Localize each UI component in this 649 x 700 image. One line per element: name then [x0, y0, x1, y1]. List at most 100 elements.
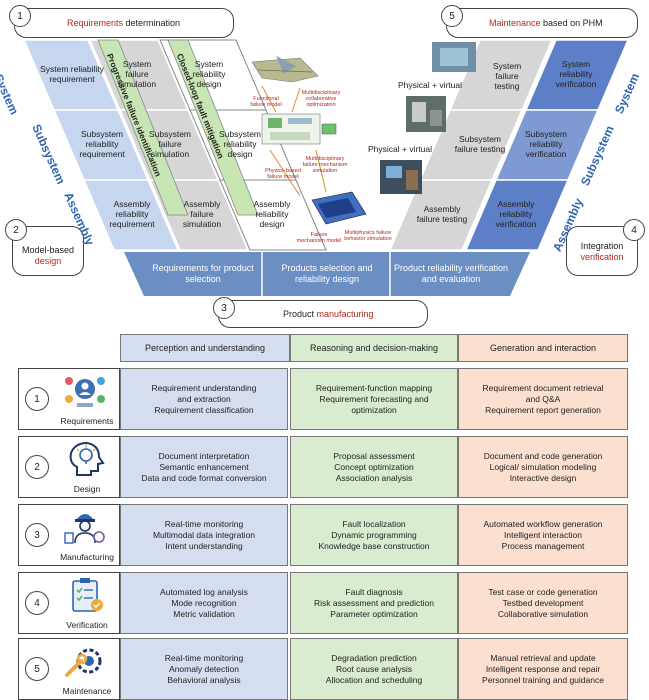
- phase-4-red: verification: [580, 252, 624, 262]
- row-verification: 4 Verification Automated log analysis Mo…: [18, 572, 636, 634]
- phase-4-box: 4 Integration verification: [566, 219, 645, 276]
- phase-5-red: Maintenance: [489, 18, 541, 28]
- cell-line: Collaborative simulation: [497, 608, 589, 619]
- cell-line: Requirement report generation: [485, 404, 601, 415]
- header-perception: Perception and understanding: [120, 334, 290, 362]
- cell-line: Requirement understanding: [151, 382, 257, 393]
- row-requirements-generation: Requirement document retrieval and Q&A R…: [458, 368, 628, 430]
- bottom-products-selection: Products selection and reliability desig…: [281, 263, 373, 284]
- physical-virtual-label-1: Physical + virtual: [398, 80, 463, 90]
- cell-system-verification: System reliability verification: [555, 59, 597, 89]
- row-design-label: Design: [73, 484, 101, 494]
- phase-1-text: determination: [123, 18, 181, 28]
- phase-3-number: 3: [213, 297, 235, 319]
- collaborative-optimization-label: Multidisciplinary collaborative optimiza…: [301, 90, 341, 108]
- wrench-gear-icon: [65, 648, 102, 677]
- row-maintenance-reasoning: Degradation prediction Root cause analys…: [290, 638, 458, 700]
- bottom-requirements-selection: Requirements for product selection: [152, 263, 254, 284]
- cell-line: Manual retrieval and update: [490, 652, 596, 663]
- cell-line: Association analysis: [335, 472, 413, 483]
- cell-system-requirement: System reliability requirement: [40, 64, 104, 84]
- failure-mechanism-model-label: Failure mechanism model: [296, 232, 342, 244]
- cell-assembly-requirement: Assembly reliability requirement: [109, 199, 155, 229]
- cell-line: Mode recognition: [171, 597, 237, 608]
- cell-line: Testbed development: [502, 597, 584, 608]
- phase-3-text: Product: [283, 309, 317, 319]
- cell-line: Real-time monitoring: [164, 652, 244, 663]
- phase-1-number: 1: [9, 5, 31, 27]
- row-manufacturing-reasoning: Fault localization Dynamic programming K…: [290, 504, 458, 566]
- cell-line: Knowledge base construction: [318, 540, 430, 551]
- phase-5-text: based on PHM: [540, 18, 603, 28]
- design-head-icon: [69, 441, 105, 476]
- progressive-band: [97, 39, 189, 216]
- row-maintenance-generation: Manual retrieval and update Intelligent …: [458, 638, 628, 700]
- cell-line: Real-time monitoring: [164, 518, 244, 529]
- cell-line: Document interpretation: [158, 450, 250, 461]
- row-maintenance-icon-box: 5 Maintenance: [18, 638, 120, 700]
- cell-line: Process management: [501, 540, 585, 551]
- phase-1-red: Requirements: [67, 18, 124, 28]
- cell-subsystem-simulation: Subsystem failure simulation: [148, 129, 192, 159]
- cell-line: Document and code generation: [483, 450, 603, 461]
- phase-1-box: 1 Requirements determination: [9, 5, 234, 38]
- cell-line: Personnel training and guidance: [482, 674, 604, 685]
- circuit-model-image: [261, 113, 337, 145]
- cell-line: Intent understanding: [165, 540, 243, 551]
- row-requirements-reasoning: Requirement-function mapping Requirement…: [290, 368, 458, 430]
- row-verification-reasoning: Fault diagnosis Risk assessment and pred…: [290, 572, 458, 634]
- cell-line: optimization: [351, 404, 397, 415]
- phase-2-box: 2 Model-based design: [5, 219, 84, 276]
- row-manufacturing-icon-box: 3 Manufacturing: [18, 504, 120, 566]
- phase-3-box: 3 Product manufacturing: [213, 297, 428, 328]
- functional-failure-model-label: Functional failure model: [250, 96, 282, 108]
- cell-line: Fault diagnosis: [345, 586, 403, 597]
- row-manufacturing-number: 3: [25, 523, 49, 547]
- checklist-icon: [72, 578, 103, 612]
- component-model-image: [311, 191, 367, 225]
- cell-subsystem-requirement: Subsystem reliability requirement: [79, 129, 125, 159]
- system-test-photo: [432, 42, 476, 72]
- cell-assembly-testing-bg: [388, 179, 494, 251]
- row-manufacturing-label: Manufacturing: [60, 552, 114, 562]
- manufacturing-worker-icon: [64, 514, 105, 544]
- cell-line: Semantic enhancement: [159, 461, 249, 472]
- cell-line: Requirement forecasting and: [319, 393, 429, 404]
- multidisciplinary-simulation-label: Multidisciplinary failure mechanism simu…: [302, 156, 348, 174]
- bottom-bar-bg: [124, 252, 530, 296]
- cell-line: Proposal assessment: [333, 450, 415, 461]
- cell-system-testing: System failure testing: [492, 61, 522, 91]
- assembly-test-photo: [380, 160, 422, 194]
- header-generation: Generation and interaction: [458, 334, 628, 362]
- row-verification-number: 4: [25, 591, 49, 615]
- cell-line: Requirement document retrieval: [482, 382, 604, 393]
- row-verification-label: Verification: [66, 620, 108, 630]
- cell-subsystem-design: Subsystem reliability design: [218, 129, 262, 159]
- row-verification-generation: Test case or code generation Testbed dev…: [458, 572, 628, 634]
- phase-5-number: 5: [441, 5, 463, 27]
- cell-line: Requirement-function mapping: [315, 382, 433, 393]
- row-verification-perception: Automated log analysis Mode recognition …: [120, 572, 288, 634]
- cell-line: Data and code format conversion: [141, 472, 267, 483]
- row-design: 2 Design Document interpretation Semanti…: [18, 436, 636, 498]
- row-design-reasoning: Proposal assessment Concept optimization…: [290, 436, 458, 498]
- cell-line: Degradation prediction: [331, 652, 417, 663]
- cell-line: Intelligent interaction: [504, 529, 582, 540]
- row-manufacturing-generation: Automated workflow generation Intelligen…: [458, 504, 628, 566]
- phase-4-text: Integration: [580, 241, 624, 251]
- row-design-icon-box: 2 Design: [18, 436, 120, 498]
- cell-assembly-simulation: Assembly failure simulation: [182, 199, 222, 229]
- cell-line: Interactive design: [509, 472, 577, 483]
- aircraft-model-image: [251, 56, 319, 83]
- row-design-number: 2: [25, 455, 49, 479]
- v-model-shapes: [22, 39, 630, 296]
- row-requirements-perception: Requirement understanding and extraction…: [120, 368, 288, 430]
- multiphysics-simulation-label: Multiphysics failure behavior simulation: [344, 230, 392, 242]
- cell-subsystem-verification: Subsystem reliability verification: [524, 129, 568, 159]
- phase-4-number: 4: [623, 219, 645, 241]
- phase-2-text: Model-based: [21, 245, 75, 255]
- bottom-reliability-verification: Product reliability verification and eva…: [393, 263, 509, 284]
- cell-assembly-design: Assembly reliability design: [253, 199, 291, 229]
- row-maintenance-label: Maintenance: [62, 686, 112, 696]
- cell-line: Root cause analysis: [335, 663, 413, 674]
